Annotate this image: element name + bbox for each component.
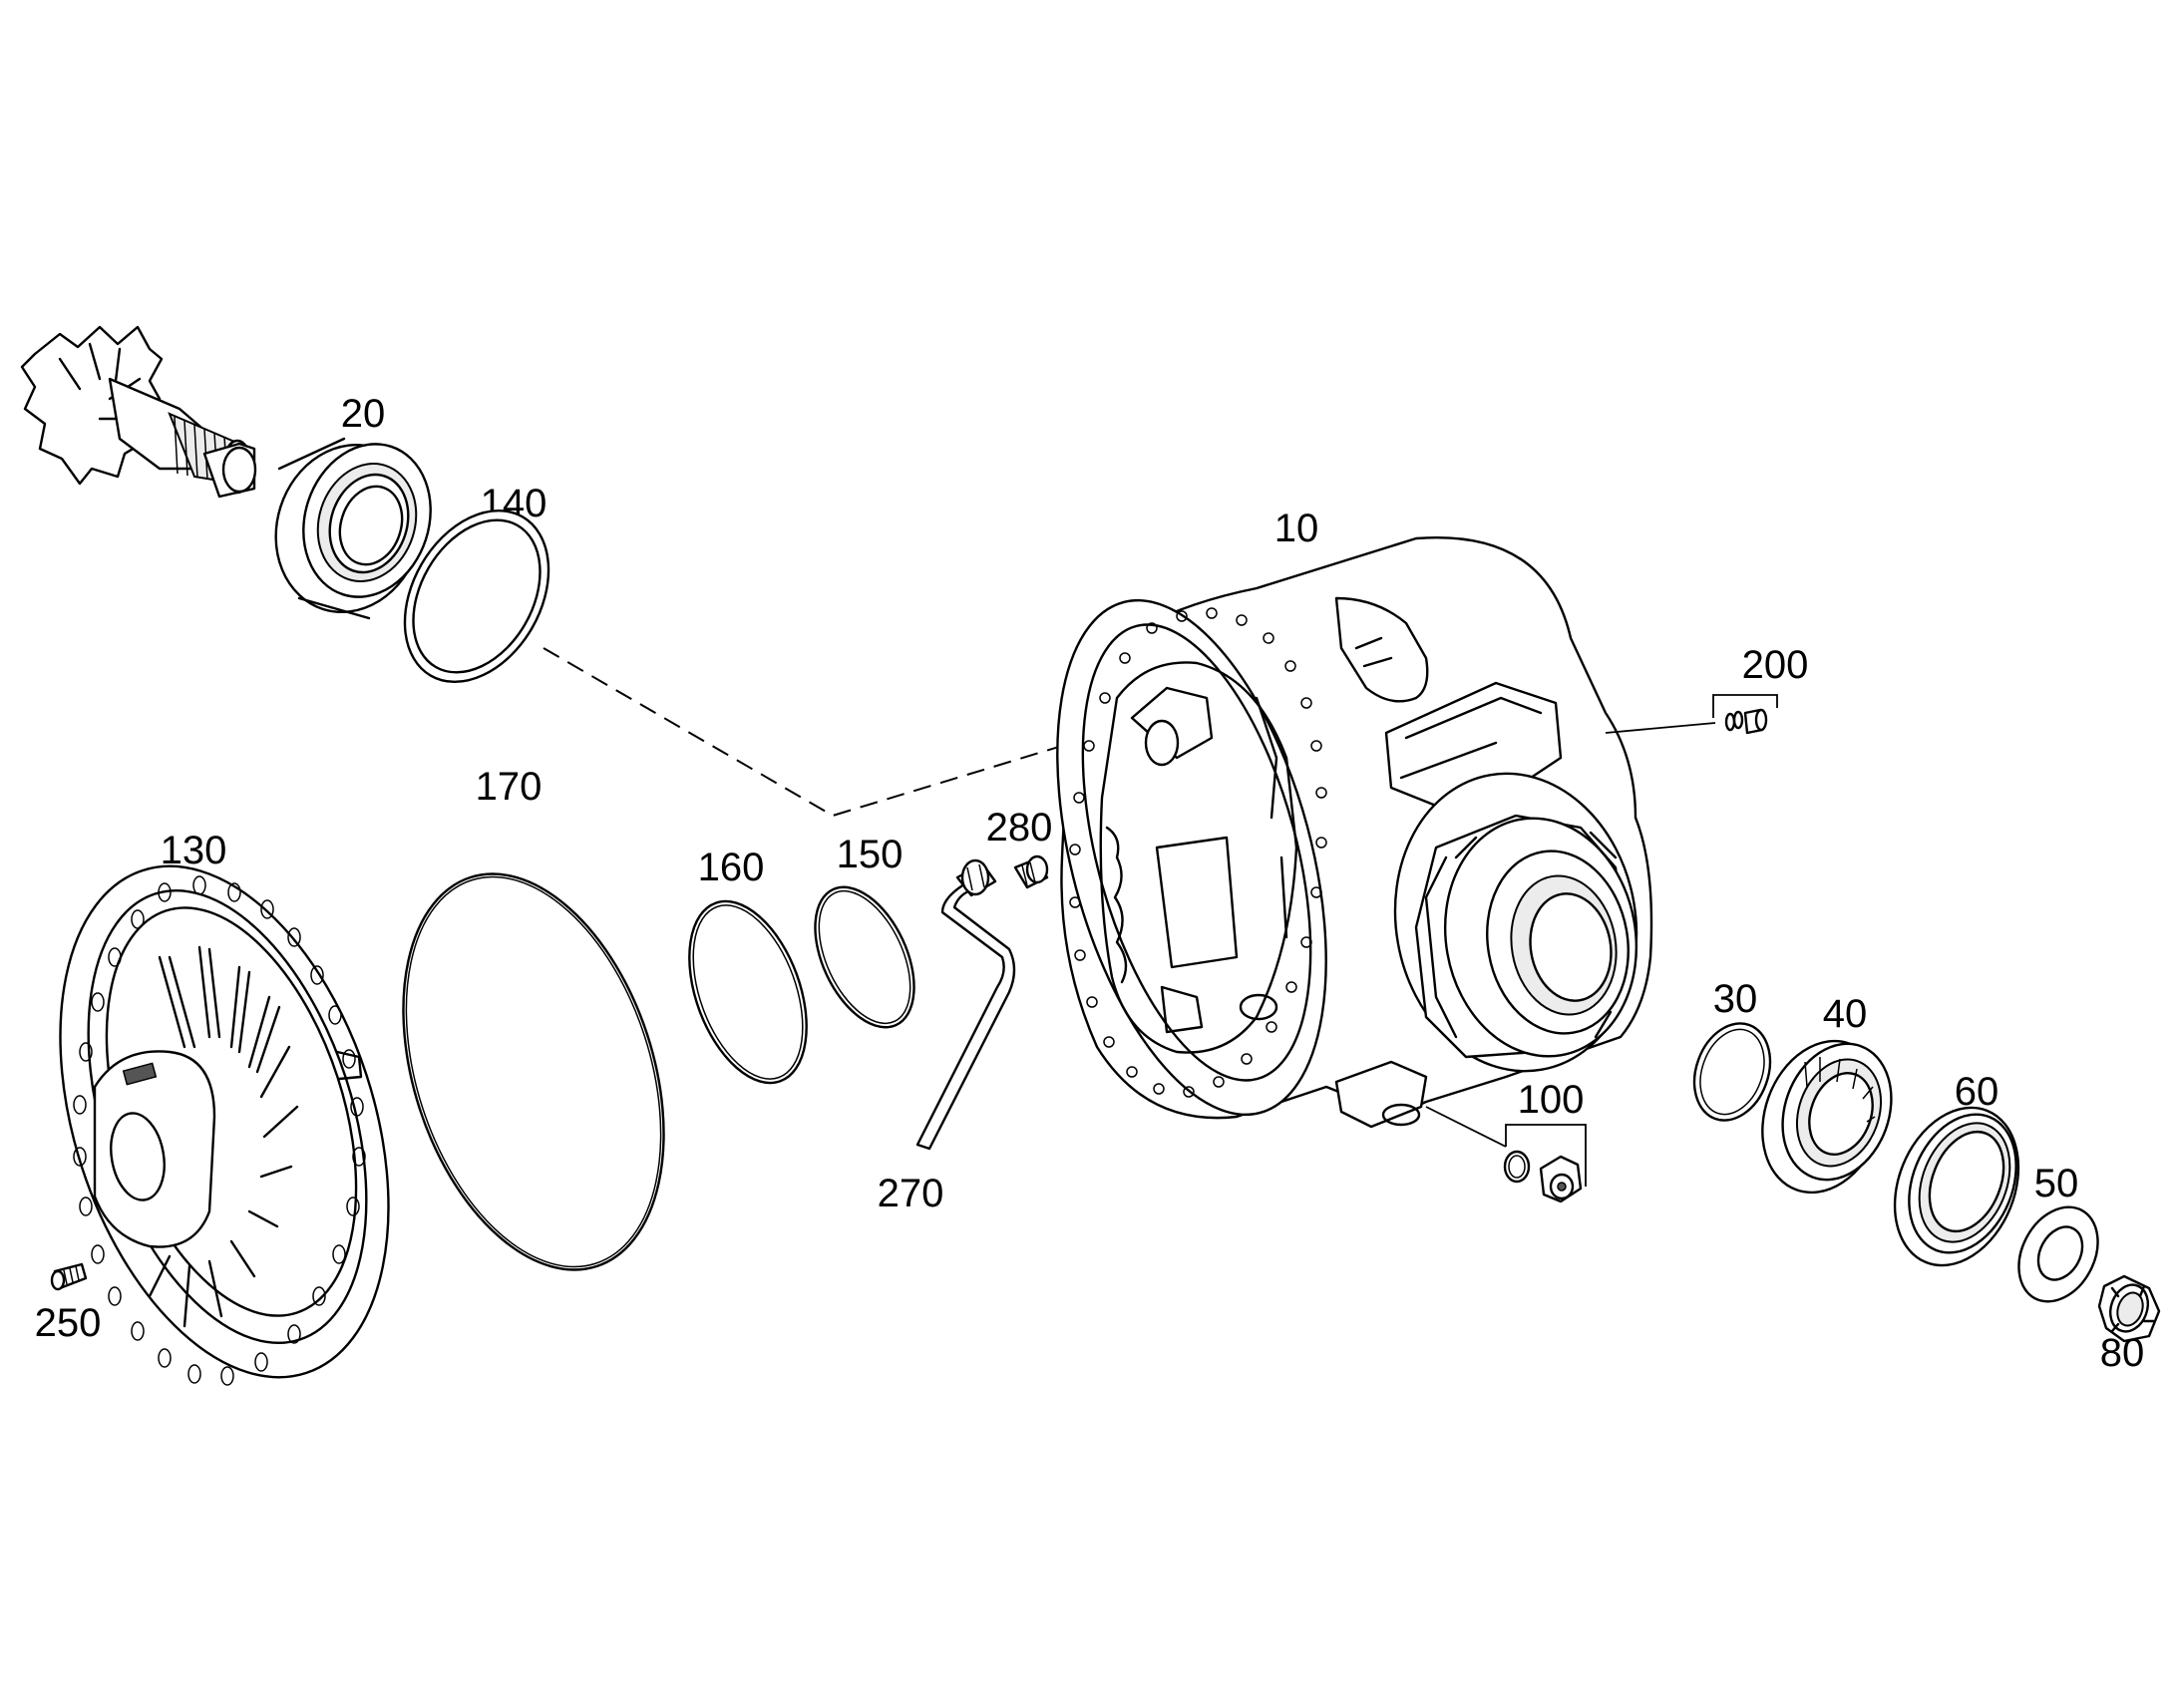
leader-200 <box>1605 722 1716 734</box>
leader-100 <box>1425 1106 1507 1148</box>
callout-60[interactable]: 60 <box>1955 1070 1999 1114</box>
callout-170[interactable]: 170 <box>476 765 543 809</box>
fitting-280[interactable] <box>1013 854 1049 889</box>
callout-200[interactable]: 200 <box>1742 643 1809 687</box>
pinion-shaft[interactable] <box>20 325 257 499</box>
callout-40[interactable]: 40 <box>1823 992 1868 1036</box>
washer-50[interactable] <box>2003 1194 2114 1315</box>
slotted-nut-80[interactable] <box>2097 1274 2161 1343</box>
pipe-270[interactable] <box>915 858 1016 1151</box>
callout-30[interactable]: 30 <box>1713 977 1758 1021</box>
callout-160[interactable]: 160 <box>698 846 765 889</box>
bearing-20[interactable] <box>254 426 450 631</box>
bearing-40[interactable] <box>1742 1024 1910 1209</box>
callout-50[interactable]: 50 <box>2034 1162 2079 1205</box>
callout-270[interactable]: 270 <box>878 1172 944 1215</box>
cover-130[interactable] <box>0 825 448 1420</box>
bolt-hole-ring <box>73 875 366 1386</box>
o-ring-150[interactable] <box>795 871 934 1042</box>
callout-100[interactable]: 100 <box>1518 1078 1585 1122</box>
snap-ring-30[interactable] <box>1681 1013 1783 1132</box>
o-ring-170[interactable] <box>357 841 711 1303</box>
callout-150[interactable]: 150 <box>837 833 904 876</box>
callout-10[interactable]: 10 <box>1274 507 1319 550</box>
housing-10[interactable] <box>1008 536 1660 1144</box>
snap-ring-140[interactable] <box>376 485 578 707</box>
callout-20[interactable]: 20 <box>341 392 386 436</box>
callout-250[interactable]: 250 <box>35 1301 102 1345</box>
flange-bolt-holes <box>1069 607 1327 1098</box>
screw-250[interactable] <box>50 1262 88 1291</box>
o-ring-160[interactable] <box>667 885 830 1099</box>
shaft-seal-60[interactable] <box>1873 1089 2041 1284</box>
drain-plug-100[interactable] <box>1503 1124 1587 1203</box>
callout-280[interactable]: 280 <box>986 806 1053 850</box>
plug-set-200[interactable] <box>1712 694 1778 735</box>
